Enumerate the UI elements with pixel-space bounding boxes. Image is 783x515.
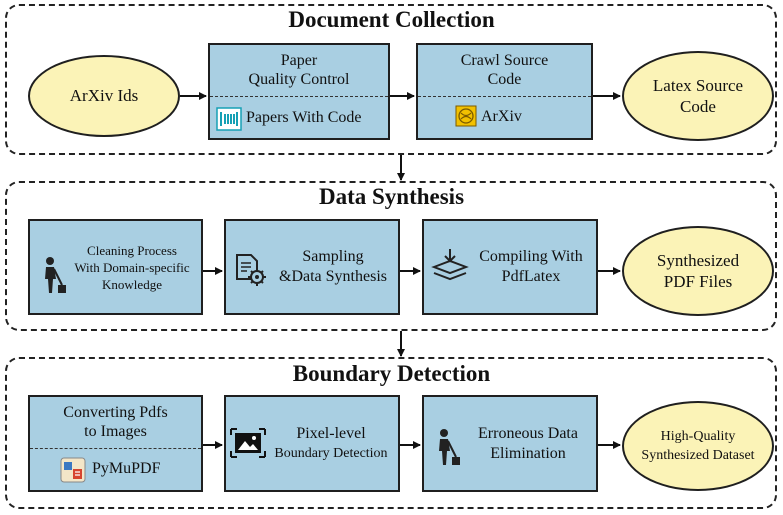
crawl-source-line2: Code [487, 71, 522, 88]
arxiv-ids-label: ArXiv Ids [69, 86, 139, 105]
compiling-line2: PdfLatex [501, 268, 561, 285]
quality-control-line2: Quality Control [248, 71, 350, 88]
sampling-node: Sampling &Data Synthesis [224, 219, 400, 315]
compiling-node: Compiling With PdfLatex [422, 219, 598, 315]
high-quality-dataset-node: High-Quality Synthesized Dataset [622, 401, 774, 491]
document-gear-icon [234, 253, 268, 287]
converting-line1: Converting Pdfs [63, 404, 168, 421]
data-synthesis-section [5, 181, 777, 331]
quality-control-line1: Paper [280, 52, 318, 69]
cleaning-process-node: Cleaning Process With Domain-specific Kn… [28, 219, 203, 315]
pymupdf-icon [60, 457, 86, 483]
pymupdf-label: PyMuPDF [92, 460, 161, 477]
converting-pdfs-node: Converting Pdfs to Images PyMuPDF [28, 395, 203, 492]
synthesized-pdf-line1: Synthesized [656, 251, 740, 270]
cleaning-worker-icon [40, 255, 66, 295]
cleaning-line1: Cleaning Process [87, 242, 177, 258]
divider [210, 96, 388, 97]
arxiv-label: ArXiv [481, 108, 522, 125]
divider [418, 96, 591, 97]
erroneous-data-node: Erroneous Data Elimination [422, 395, 598, 492]
cleaning-worker-icon [434, 427, 460, 467]
cleaning-line2: With Domain-specific [74, 259, 190, 275]
dataset-line1: High-Quality [660, 429, 736, 444]
sampling-line1: Sampling [302, 248, 364, 265]
synthesized-pdf-line2: PDF Files [663, 272, 733, 291]
latex-source-line1: Latex Source [652, 76, 744, 95]
converting-line2: to Images [84, 423, 147, 440]
boundary-detection-section [5, 357, 777, 509]
dataset-line2: Synthesized Dataset [641, 448, 755, 463]
crawl-source-node: Crawl Source Code ArXiv [416, 43, 593, 140]
erroneous-line2: Elimination [490, 444, 566, 462]
data-synthesis-title: Data Synthesis [318, 184, 465, 209]
sampling-line2: &Data Synthesis [279, 268, 387, 285]
cleaning-line3: Knowledge [102, 276, 162, 292]
document-collection-section [5, 4, 777, 155]
latex-source-line2: Code [680, 97, 716, 116]
pixel-level-node: Pixel-level Boundary Detection [224, 395, 400, 492]
quality-control-node: Paper Quality Control Papers With Code [208, 43, 390, 140]
synthesized-pdf-node: Synthesized PDF Files [622, 226, 774, 316]
compiling-line1: Compiling With [479, 248, 583, 265]
crawl-source-line1: Crawl Source [460, 52, 549, 69]
erroneous-line1: Erroneous Data [478, 424, 578, 442]
papers-with-code-icon [216, 107, 242, 131]
boundary-detection-title: Boundary Detection [292, 361, 491, 386]
pixel-line2: Boundary Detection [274, 445, 388, 461]
document-collection-title: Document Collection [288, 7, 495, 32]
papers-with-code-label: Papers With Code [246, 109, 362, 126]
arxiv-icon [455, 105, 477, 127]
pixel-line1: Pixel-level [296, 424, 366, 442]
arxiv-ids-node: ArXiv Ids [28, 55, 180, 137]
image-frame-icon [230, 427, 266, 459]
divider [30, 448, 201, 449]
layers-download-icon [430, 247, 470, 283]
latex-source-node: Latex Source Code [622, 51, 774, 141]
